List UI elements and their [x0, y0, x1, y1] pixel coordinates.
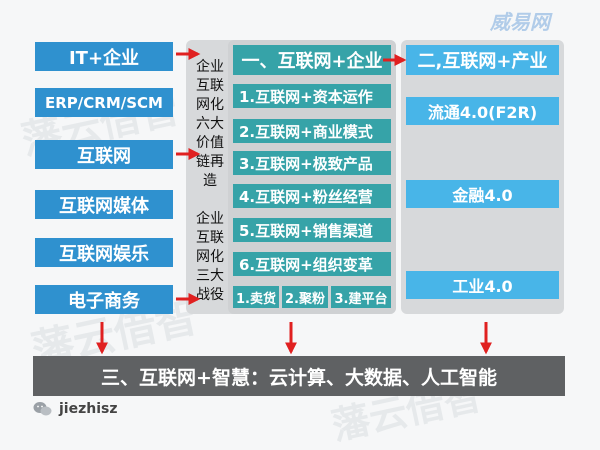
- left-item-internet: 互联网: [35, 140, 173, 169]
- right-item-finance: 金融4.0: [406, 180, 559, 208]
- middle-item-6: 6.互联网+组织变革: [233, 252, 391, 276]
- left-item-it-enterprise: IT+企业: [35, 42, 173, 71]
- middle-item-5: 5.互联网+销售渠道: [233, 218, 391, 242]
- battle-2: 2.聚粉: [282, 286, 328, 308]
- wechat-icon: [33, 402, 52, 416]
- right-item-industry: 工业4.0: [406, 271, 559, 299]
- battle-1: 1.卖货: [233, 286, 279, 308]
- right-item-circulation: 流通4.0(F2R): [406, 97, 559, 125]
- middle-item-4: 4.互联网+粉丝经营: [233, 184, 391, 208]
- middle-header: 一、互联网+企业: [233, 45, 391, 75]
- middle-item-1: 1.互联网+资本运作: [233, 84, 391, 108]
- left-item-erp-crm-scm: ERP/CRM/SCM: [35, 88, 173, 117]
- middle-item-3: 3.互联网+极致产品: [233, 151, 391, 175]
- arrows-layer: [96, 48, 492, 355]
- left-item-internet-entertainment: 互联网娱乐: [35, 238, 173, 267]
- wechat-logo: jiezhisz: [33, 398, 118, 420]
- corner-brand: 威易网: [490, 6, 550, 35]
- battle-3: 3.建平台: [331, 286, 391, 308]
- corner-brand-text: 威易网: [490, 10, 550, 34]
- left-item-ecommerce: 电子商务: [35, 285, 173, 314]
- middle-label-top: 企业互联网化六大价值链再造: [196, 59, 224, 189]
- middle-item-2: 2.互联网+商业模式: [233, 119, 391, 143]
- bottom-bar: 三、互联网+智慧：云计算、大数据、人工智能: [33, 356, 565, 396]
- wechat-handle: jiezhisz: [59, 401, 118, 417]
- middle-label-bottom: 企业互联网化三大战役: [196, 211, 224, 303]
- right-header: 二,互联网+产业: [406, 45, 559, 75]
- left-item-internet-media: 互联网媒体: [35, 190, 173, 219]
- right-panel: [401, 40, 564, 314]
